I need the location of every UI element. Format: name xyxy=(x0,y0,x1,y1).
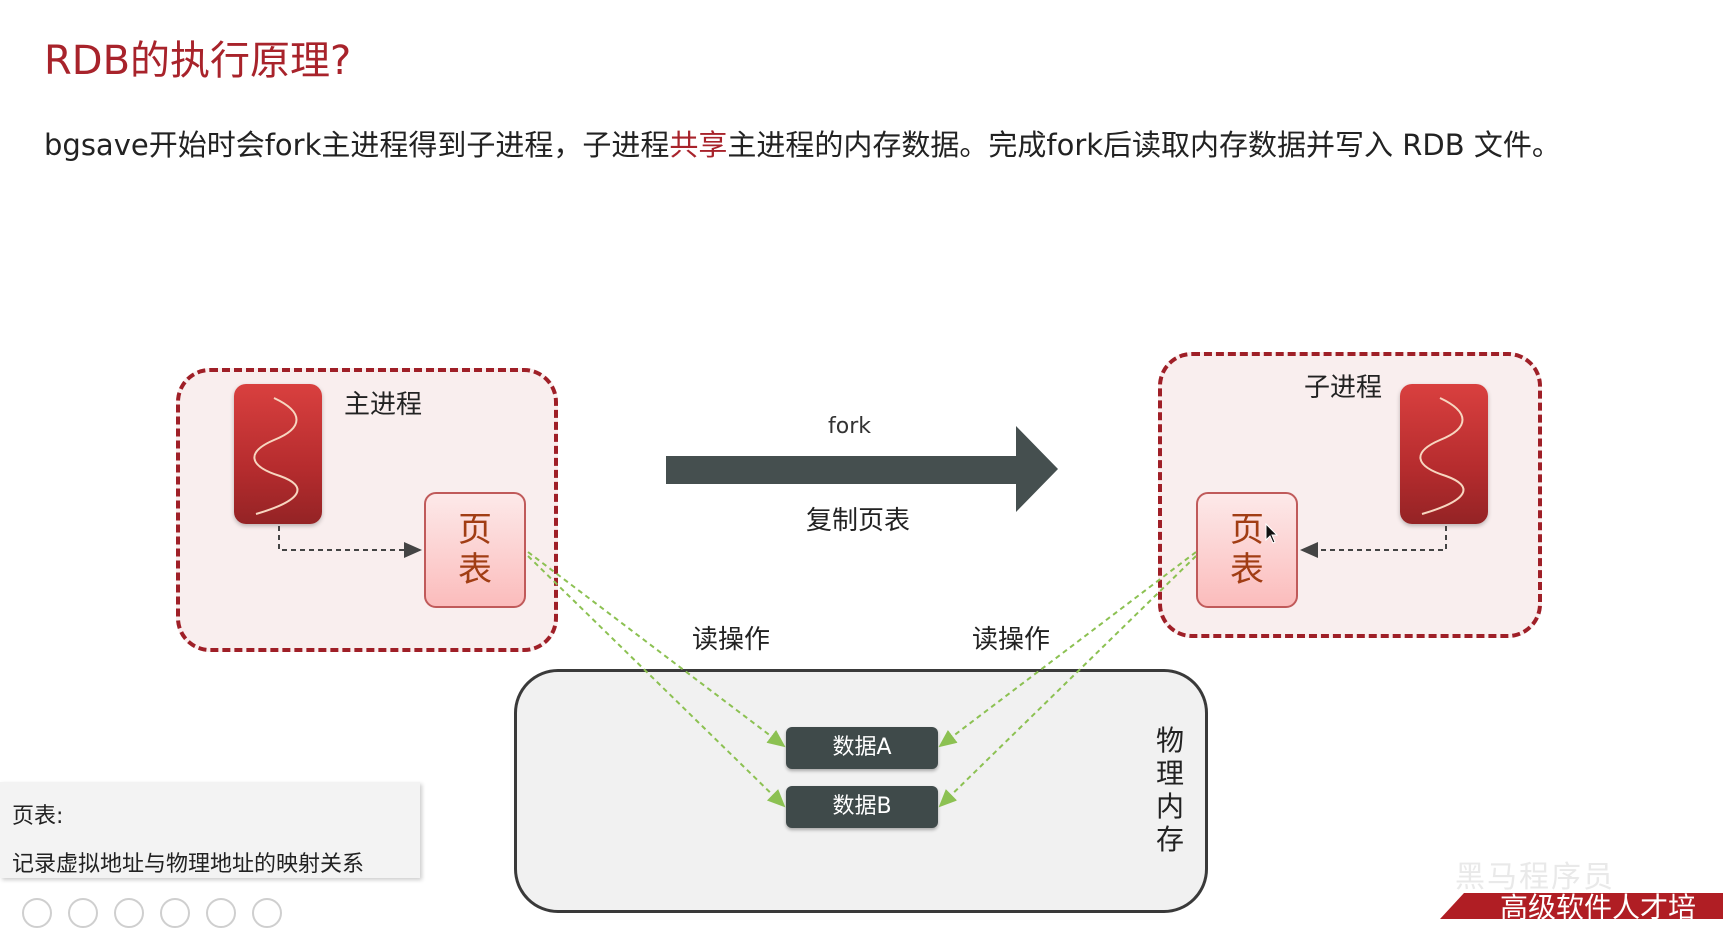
main-process-icon xyxy=(234,384,322,524)
mouse-cursor-icon xyxy=(1265,522,1279,544)
read-op-right-label: 读操作 xyxy=(972,625,1051,655)
description-part2: 主进程的内存数据。完成fork后读取内存数据并写入 RDB 文件。 xyxy=(727,128,1561,162)
child-process-to-page-table-arrow xyxy=(1300,526,1447,558)
main-page-table-char1: 页 xyxy=(458,510,492,550)
memory-label-char-3: 内 xyxy=(1155,790,1184,823)
brand-banner-text: 高级软件人才培 xyxy=(1500,893,1697,919)
slide-description: bgsave开始时会fork主进程得到子进程，子进程共享主进程的内存数据。完成f… xyxy=(44,122,1561,164)
data-b-block: 数据B xyxy=(786,786,938,828)
main-page-table-char2: 表 xyxy=(458,550,492,590)
subtitles-icon[interactable] xyxy=(160,898,190,928)
page-table-note: 页表: 记录虚拟地址与物理地址的映射关系 xyxy=(0,782,420,878)
child-process-icon xyxy=(1400,384,1488,524)
main-process-to-page-table-arrow xyxy=(278,526,422,558)
child-process-label: 子进程 xyxy=(1304,373,1383,403)
zoom-icon[interactable] xyxy=(114,898,144,928)
child-page-table-char1: 页 xyxy=(1230,510,1264,550)
child-page-table: 页 表 xyxy=(1196,492,1298,608)
main-page-table: 页 表 xyxy=(424,492,526,608)
pen-tool-icon[interactable] xyxy=(22,898,52,928)
hide-screen-icon[interactable] xyxy=(206,898,236,928)
memory-label-char-4: 存 xyxy=(1155,823,1184,856)
main-process-label: 主进程 xyxy=(344,390,423,420)
child-page-table-char2: 表 xyxy=(1230,550,1264,590)
copy-page-table-label: 复制页表 xyxy=(806,506,911,536)
slides-grid-icon[interactable] xyxy=(68,898,98,928)
memory-label-char-1: 物 xyxy=(1155,724,1184,757)
brand-watermark: 黑马程序员 xyxy=(1455,860,1615,895)
main-read-line-a xyxy=(527,551,786,748)
child-read-line-b xyxy=(938,555,1197,808)
fork-label: fork xyxy=(828,414,871,439)
physical-memory-label: 物 理 内 存 xyxy=(1152,724,1188,856)
read-op-left-label: 读操作 xyxy=(692,625,771,655)
description-highlight: 共享 xyxy=(669,128,728,162)
description-part1: bgsave开始时会fork主进程得到子进程，子进程 xyxy=(44,128,670,162)
main-read-line-b xyxy=(527,555,786,808)
child-read-line-a xyxy=(938,551,1197,748)
fork-arrow xyxy=(666,426,1058,512)
data-a-block: 数据A xyxy=(786,727,938,769)
more-options-icon[interactable] xyxy=(252,898,282,928)
slide-title: RDB的执行原理? xyxy=(44,38,352,84)
memory-label-char-2: 理 xyxy=(1155,757,1184,790)
note-heading: 页表: xyxy=(12,804,64,829)
note-body: 记录虚拟地址与物理地址的映射关系 xyxy=(12,852,365,877)
brand-banner: 高级软件人才培 xyxy=(1440,893,1723,919)
